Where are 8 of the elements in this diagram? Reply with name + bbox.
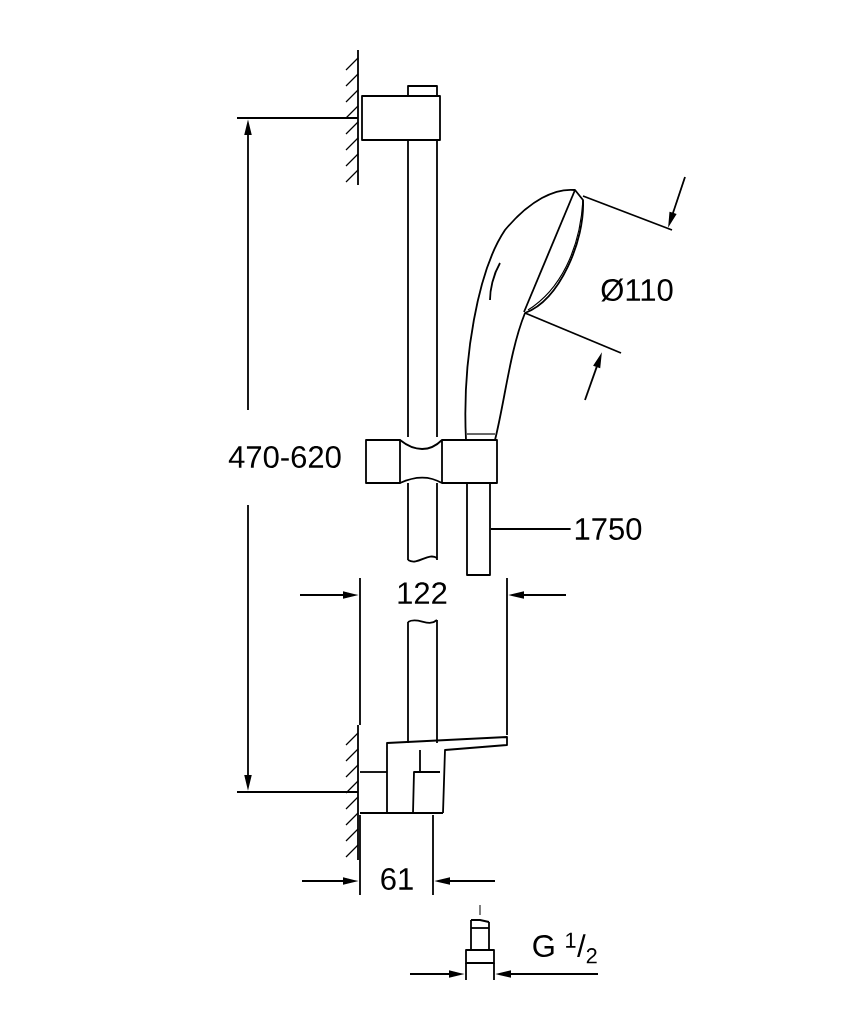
dimension-label: 122	[398, 582, 447, 604]
dimension-label: 61	[381, 868, 413, 890]
dimension-label: G $^{1}$/$_{2}$	[533, 932, 597, 964]
hose	[466, 482, 491, 576]
dimension-label: 470-620	[228, 446, 341, 468]
dimension-label: 1750	[575, 518, 642, 540]
leader-line	[490, 528, 572, 530]
dimension-label: Ø110	[601, 278, 673, 302]
